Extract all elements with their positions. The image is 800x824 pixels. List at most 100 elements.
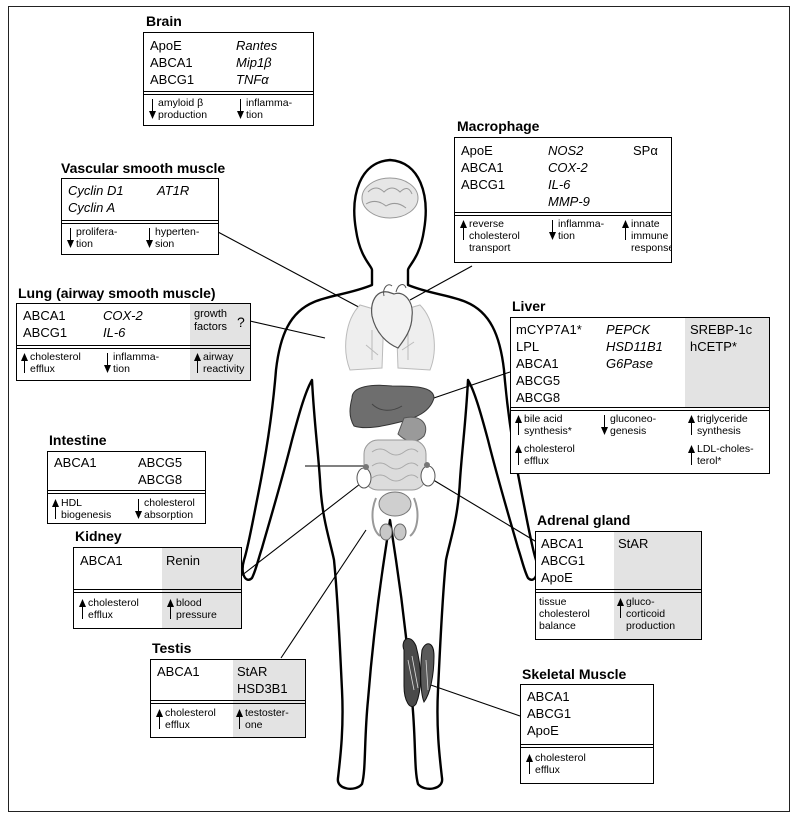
effect-text: transport bbox=[469, 242, 511, 254]
gene-label: IL-6 bbox=[103, 325, 126, 340]
lung-genes-col3: growth factors bbox=[194, 308, 227, 334]
effect-text: LDL-choles- bbox=[697, 443, 754, 455]
gene-label: growth bbox=[194, 308, 228, 320]
effect-text: one bbox=[245, 719, 263, 731]
testis-genes-col1: ABCA1 bbox=[157, 663, 200, 680]
divider bbox=[144, 91, 313, 95]
gene-label: AT1R bbox=[157, 183, 190, 198]
effect-text: sion bbox=[155, 238, 175, 250]
liver-title: Liver bbox=[512, 298, 546, 314]
up-arrow-icon bbox=[515, 445, 522, 465]
effect-text: tion bbox=[246, 109, 263, 121]
effect-text: efflux bbox=[165, 719, 190, 731]
liver-genes-col3: SREBP-1c hCETP* bbox=[690, 321, 752, 355]
down-arrow-icon bbox=[549, 220, 556, 240]
divider bbox=[62, 220, 218, 224]
effect-text: airway bbox=[203, 351, 234, 363]
effect-text: balance bbox=[539, 620, 576, 632]
vascular-panel: Cyclin D1 Cyclin A AT1R prolifera-tion h… bbox=[61, 178, 219, 255]
effect-text: cholesterol bbox=[144, 497, 195, 509]
adrenal-genes-col1: ABCA1 ABCG1 ApoE bbox=[541, 535, 585, 586]
gene-label: IL-6 bbox=[548, 177, 571, 192]
shaded-region bbox=[190, 304, 250, 380]
up-arrow-icon bbox=[460, 220, 467, 240]
effect-text: inflamma- bbox=[558, 218, 605, 230]
gene-label: ABCG1 bbox=[23, 325, 68, 340]
gene-label: Mip1β bbox=[236, 55, 272, 70]
effect-text: gluco- bbox=[626, 596, 655, 608]
brain-title: Brain bbox=[146, 13, 182, 29]
human-silhouette bbox=[241, 158, 539, 790]
effect-text: bile acid bbox=[524, 413, 563, 425]
effect-text: corticoid bbox=[626, 608, 666, 620]
shaded-region bbox=[233, 660, 305, 737]
gene-label: ApoE bbox=[541, 570, 573, 585]
gene-label: ABCG1 bbox=[527, 706, 572, 721]
gene-label: ABCA1 bbox=[54, 455, 97, 470]
adrenal-panel: ABCA1 ABCG1 ApoE StAR tissue cholesterol… bbox=[535, 531, 702, 640]
shaded-region bbox=[685, 318, 769, 407]
intestine-title: Intestine bbox=[49, 432, 107, 448]
intestine-genes-col2: ABCG5 ABCG8 bbox=[138, 454, 182, 488]
divider bbox=[455, 212, 671, 216]
testis-title: Testis bbox=[152, 640, 192, 656]
effect-text: pressure bbox=[176, 609, 217, 621]
gene-label: ApoE bbox=[150, 38, 182, 53]
up-arrow-icon bbox=[194, 353, 201, 373]
effect-text: production bbox=[158, 109, 208, 121]
gene-label: LPL bbox=[516, 339, 540, 354]
lung-title: Lung (airway smooth muscle) bbox=[18, 285, 216, 301]
gene-label: ABCA1 bbox=[150, 55, 193, 70]
effect-text: efflux bbox=[535, 764, 560, 776]
gene-label: mCYP7A1* bbox=[516, 322, 582, 337]
brain-genes-col1: ApoE ABCA1 ABCG1 bbox=[150, 37, 194, 88]
effect-text: production bbox=[626, 620, 676, 632]
pelvic-organs bbox=[371, 491, 419, 537]
effect-text: response bbox=[631, 242, 672, 254]
up-arrow-icon bbox=[79, 599, 86, 619]
gene-label: Renin bbox=[166, 553, 200, 568]
kidney-genes-col1: ABCA1 bbox=[80, 552, 123, 569]
effect-text: prolifera- bbox=[76, 226, 118, 238]
effect-text: efflux bbox=[524, 455, 549, 467]
gene-label: ApoE bbox=[461, 143, 493, 158]
effect-text: terol* bbox=[697, 455, 722, 467]
effect-text: tion bbox=[558, 230, 575, 242]
down-arrow-icon bbox=[146, 228, 153, 248]
brain-organ bbox=[361, 177, 419, 219]
gene-label: Cyclin A bbox=[68, 200, 116, 215]
effect-text: tissue bbox=[539, 596, 567, 608]
gene-label: Cyclin D1 bbox=[68, 183, 124, 198]
divider bbox=[74, 589, 241, 593]
macrophage-genes-col3: SPα bbox=[633, 142, 658, 159]
down-arrow-icon bbox=[601, 415, 608, 435]
effect-text: synthesis bbox=[697, 425, 741, 437]
gene-label: ABCG5 bbox=[516, 373, 561, 388]
macrophage-title: Macrophage bbox=[457, 118, 540, 134]
gene-label: StAR bbox=[618, 536, 649, 551]
shaded-region bbox=[162, 548, 241, 628]
gene-label: factors bbox=[194, 321, 228, 333]
gene-label: NOS2 bbox=[548, 143, 584, 158]
effect-text: hyperten- bbox=[155, 226, 200, 238]
gene-label: ABCA1 bbox=[23, 308, 66, 323]
kidney-genes-col2: Renin bbox=[166, 552, 200, 569]
intestine-organ bbox=[363, 416, 427, 491]
gene-label: ABCG8 bbox=[516, 390, 561, 405]
macrophage-genes-col2: NOS2 COX-2 IL-6 MMP-9 bbox=[548, 142, 590, 210]
adrenal-genes-col2: StAR bbox=[618, 535, 648, 552]
lung-genes-col2: COX-2 IL-6 bbox=[103, 307, 143, 341]
heart-organ bbox=[371, 284, 413, 349]
gene-label: ABCG1 bbox=[150, 72, 195, 87]
gene-label: Rantes bbox=[236, 38, 278, 53]
gene-label: TNFα bbox=[236, 72, 269, 87]
up-arrow-icon bbox=[617, 598, 624, 618]
gene-label: COX-2 bbox=[548, 160, 588, 175]
down-arrow-icon bbox=[104, 353, 111, 373]
gene-label: ABCG1 bbox=[461, 177, 506, 192]
skeletal-muscle-organ bbox=[402, 637, 435, 708]
up-arrow-icon bbox=[236, 709, 243, 729]
testis-genes-col2: StAR HSD3B1 bbox=[237, 663, 288, 697]
